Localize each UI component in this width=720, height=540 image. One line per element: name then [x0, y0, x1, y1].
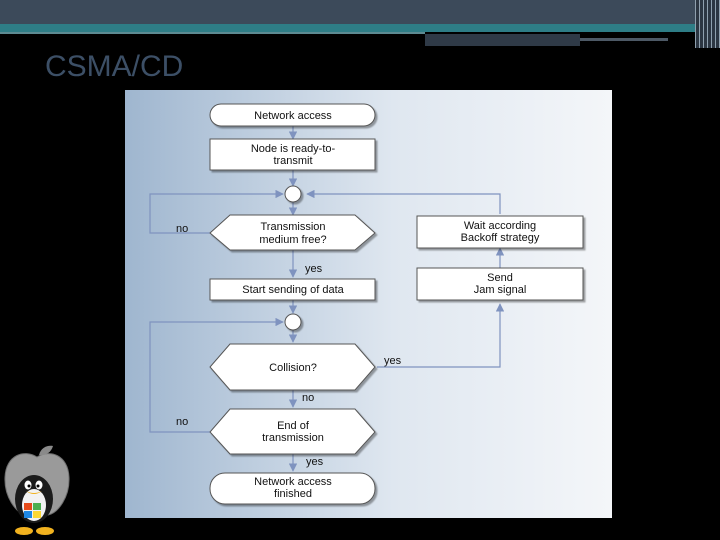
apple-leaf: [39, 445, 53, 456]
flowchart-connectors: [149, 126, 505, 472]
node-end-transmission-decision: [209, 408, 376, 455]
text-medium-line1: Transmission: [261, 221, 326, 233]
text-ready-line1: Node is ready-to-: [251, 143, 336, 155]
node-start-sending: [209, 278, 376, 301]
slide-top-bar: [0, 0, 720, 24]
text-start-sending: Start sending of data: [242, 284, 344, 296]
node-medium-free-decision: [209, 214, 376, 251]
os-mascot-logo: [4, 445, 70, 535]
penguin-beak: [26, 491, 42, 494]
node-join-1: [284, 185, 302, 203]
text-jam-line2: Jam signal: [474, 284, 527, 296]
node-ready-to-transmit: [209, 138, 376, 171]
slide-top-segment-thin: [580, 38, 668, 41]
label-end-yes: yes: [306, 456, 324, 468]
connector-collision-yes: [377, 303, 505, 368]
label-medium-yes: yes: [305, 263, 323, 275]
text-medium-line2: medium free?: [259, 234, 326, 246]
label-collision-yes: yes: [384, 355, 402, 367]
slide-top-thin-stripe: [0, 32, 425, 34]
connector-medium-no-loop: [149, 189, 284, 234]
text-network-access: Network access: [254, 110, 332, 122]
node-send-jam: [416, 267, 584, 301]
slide-corner-decoration: [695, 0, 720, 48]
label-collision-no: no: [302, 392, 314, 404]
text-end-line2: transmission: [262, 432, 324, 444]
csma-cd-flowchart: Network access Node is ready-to- transmi…: [125, 90, 612, 518]
text-finished-line2: finished: [274, 488, 312, 500]
connector-end-no-loop: [149, 317, 284, 433]
text-ready-line2: transmit: [273, 155, 312, 167]
slide-title: CSMA/CD: [45, 50, 184, 83]
slide-top-segment: [425, 34, 580, 46]
node-wait-backoff: [416, 215, 584, 249]
text-wait-line2: Backoff strategy: [461, 232, 540, 244]
text-wait-line1: Wait according: [464, 220, 536, 232]
node-network-access-finished: [209, 472, 376, 505]
connector-wait-to-join1: [306, 189, 501, 214]
flowchart-shapes: [209, 103, 584, 505]
node-join-2: [284, 313, 302, 331]
node-network-access: [209, 103, 376, 127]
text-jam-line1: Send: [487, 272, 513, 284]
node-collision-decision: [209, 343, 376, 391]
label-end-no: no: [176, 416, 188, 428]
slide-top-stripe: [0, 24, 700, 32]
text-end-line1: End of: [277, 420, 310, 432]
text-finished-line1: Network access: [254, 476, 332, 488]
text-collision: Collision?: [269, 362, 317, 374]
windows-flag-icon: [24, 503, 41, 518]
label-medium-no: no: [176, 223, 188, 235]
